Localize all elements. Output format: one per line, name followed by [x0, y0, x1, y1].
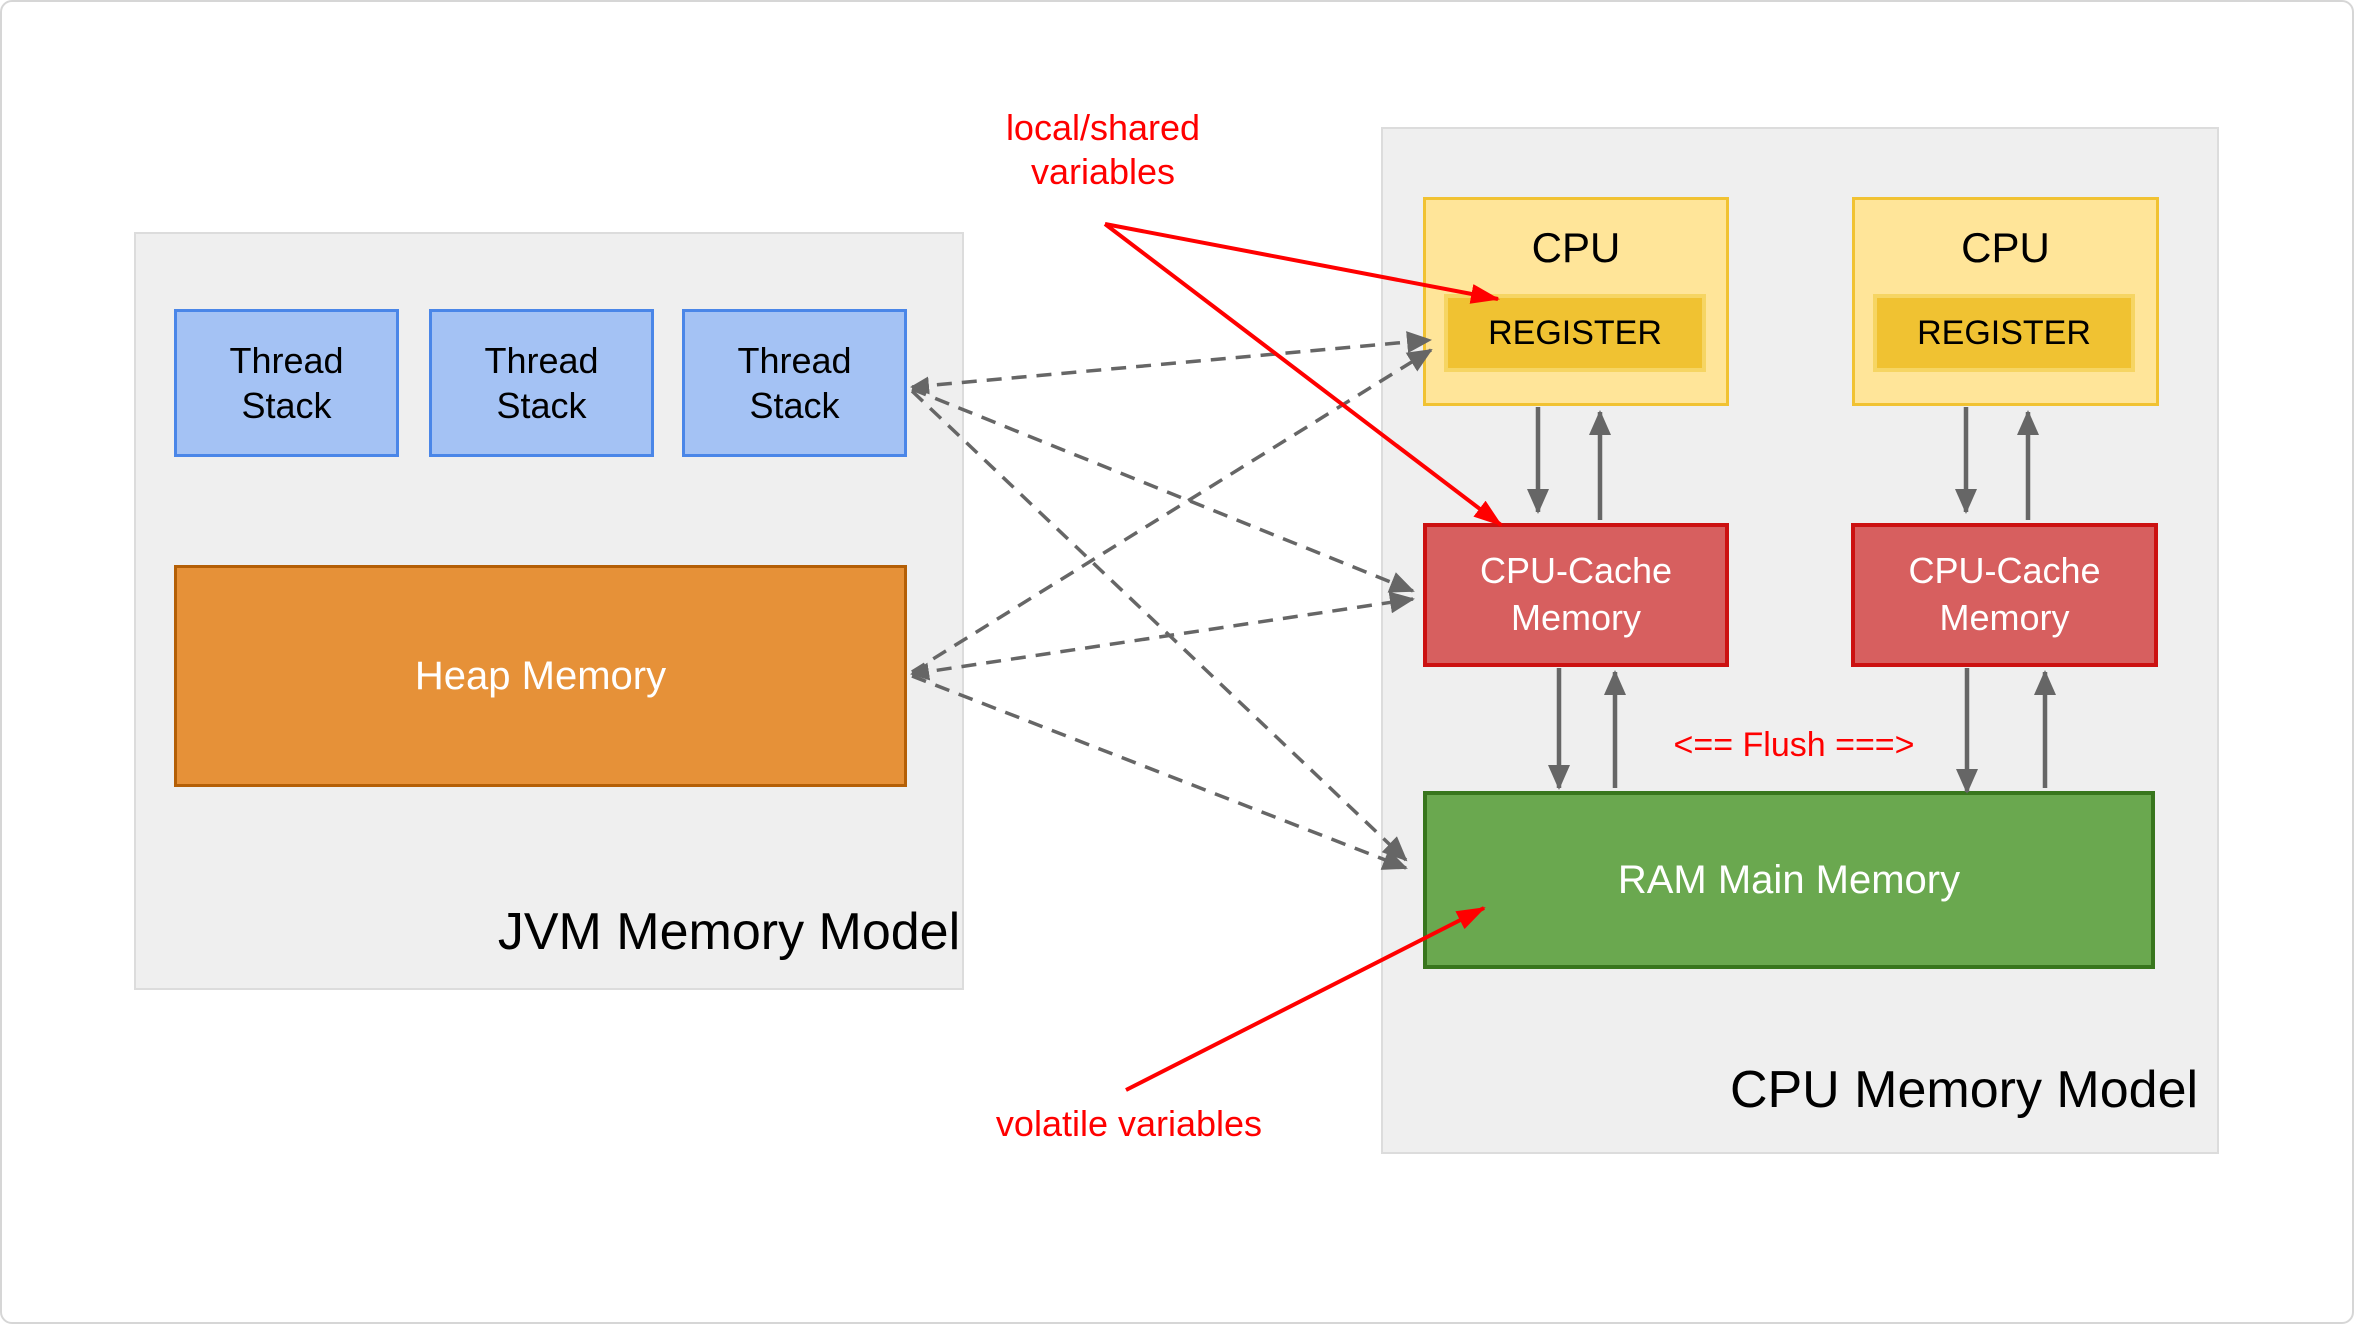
thread-stack-label: Thread Stack	[737, 340, 852, 426]
dashed-arrow-thread-to-register	[910, 331, 1432, 395]
register-label: REGISTER	[1917, 313, 2091, 352]
heap-memory-label: Heap Memory	[414, 653, 667, 698]
jvm-memory-model-panel: Thread Stack Thread Stack Thread Stack H…	[134, 232, 964, 990]
register-label: REGISTER	[1488, 313, 1662, 352]
dashed-arrow-heap-to-cache	[910, 591, 1415, 681]
register-box-1: REGISTER	[1444, 294, 1706, 372]
dashed-arrow-heap-to-ram	[911, 674, 1408, 870]
cpu-box-1: CPU REGISTER	[1423, 197, 1729, 406]
thread-stack-box-2: Thread Stack	[429, 309, 654, 457]
thread-stack-box-3: Thread Stack	[682, 309, 907, 457]
cpu-cache-label: CPU-Cache Memory	[1908, 550, 2101, 638]
dashed-arrows	[910, 331, 1433, 870]
ram-main-memory-box: RAM Main Memory	[1423, 791, 2155, 969]
cpu-box-2: CPU REGISTER	[1852, 197, 2159, 406]
dashed-arrow-thread-to-cache	[911, 387, 1415, 593]
flush-annotation: <== Flush ===>	[1673, 726, 1915, 764]
register-box-2: REGISTER	[1873, 294, 2135, 372]
local-shared-variables-annotation: local/shared variables	[1005, 107, 1201, 192]
cpu-cache-label: CPU-Cache Memory	[1479, 550, 1673, 638]
volatile-variables-annotation: volatile variables	[995, 1103, 1263, 1144]
thread-stack-label: Thread Stack	[229, 340, 344, 426]
cpu-label: CPU	[1961, 224, 2050, 271]
cpu-panel-title: CPU Memory Model	[1729, 1061, 2199, 1119]
jvm-panel-title: JVM Memory Model	[497, 903, 961, 961]
cpu-cache-box-1: CPU-Cache Memory	[1423, 523, 1729, 667]
cpu-cache-box-2: CPU-Cache Memory	[1851, 523, 2158, 667]
dashed-arrow-thread-to-ram	[910, 389, 1408, 862]
dashed-arrow-heap-to-register	[911, 348, 1433, 674]
heap-memory-box: Heap Memory	[174, 565, 907, 787]
ram-main-memory-label: RAM Main Memory	[1617, 857, 1961, 902]
cpu-label: CPU	[1531, 224, 1621, 271]
thread-stack-label: Thread Stack	[484, 340, 599, 426]
thread-stack-box-1: Thread Stack	[174, 309, 399, 457]
cpu-memory-model-panel: CPU REGISTER CPU REGISTER CPU-Cache Memo…	[1381, 127, 2219, 1154]
